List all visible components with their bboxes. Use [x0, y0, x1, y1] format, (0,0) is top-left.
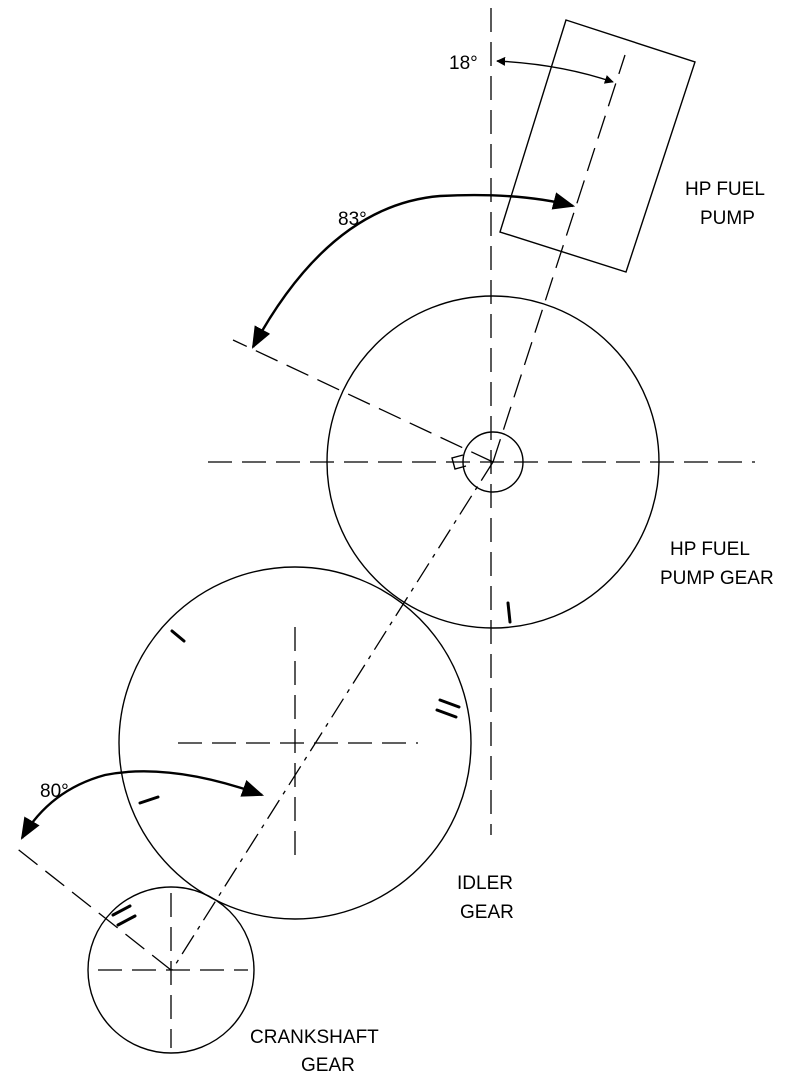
crank-timing-mark-2: [116, 914, 137, 927]
crankshaft-gear: [14, 846, 255, 1054]
hp-fuel-pump: [232, 19, 696, 463]
angle-83-label: 83°: [338, 209, 367, 230]
idler-gear: [118, 566, 472, 920]
idler-gear-circle: [118, 566, 472, 920]
angle-80-label: 80°: [40, 781, 69, 802]
crank-timing-mark-1: [111, 904, 132, 917]
angle-80-dimension: 80°: [20, 770, 265, 840]
angle-80-arrow: [20, 770, 265, 840]
angle-83-dimension: 83°: [251, 192, 576, 349]
hp-fuel-pump-label: HP FUEL PUMP: [685, 179, 769, 229]
crank-timing-reference-line: [14, 846, 172, 971]
angle-18-dimension: 18°: [449, 53, 614, 84]
idler-timing-mark-2a: [438, 698, 461, 709]
pump-axis-line: [492, 54, 626, 463]
gear-timing-reference-line: [232, 339, 494, 463]
idler-timing-mark-3: [138, 795, 160, 805]
pump-gear-timing-mark: [506, 601, 512, 624]
gear-centers-line: [171, 461, 494, 971]
angle-18-label: 18°: [449, 53, 478, 74]
keyway: [451, 454, 467, 470]
angle-83-arrow: [251, 192, 576, 349]
hp-fuel-pump-gear: [208, 8, 755, 835]
hp-fuel-pump-body: [499, 19, 696, 273]
idler-gear-label: IDLER GEAR: [457, 873, 518, 923]
hp-fuel-pump-gear-label: HP FUEL PUMP GEAR: [660, 539, 774, 589]
crankshaft-gear-label: CRANKSHAFT GEAR: [250, 1027, 384, 1076]
idler-timing-mark-1: [170, 629, 186, 643]
crankshaft-gear-circle: [87, 886, 255, 1054]
angle-18-arrow: [496, 56, 614, 84]
idler-timing-mark-2b: [435, 708, 458, 719]
